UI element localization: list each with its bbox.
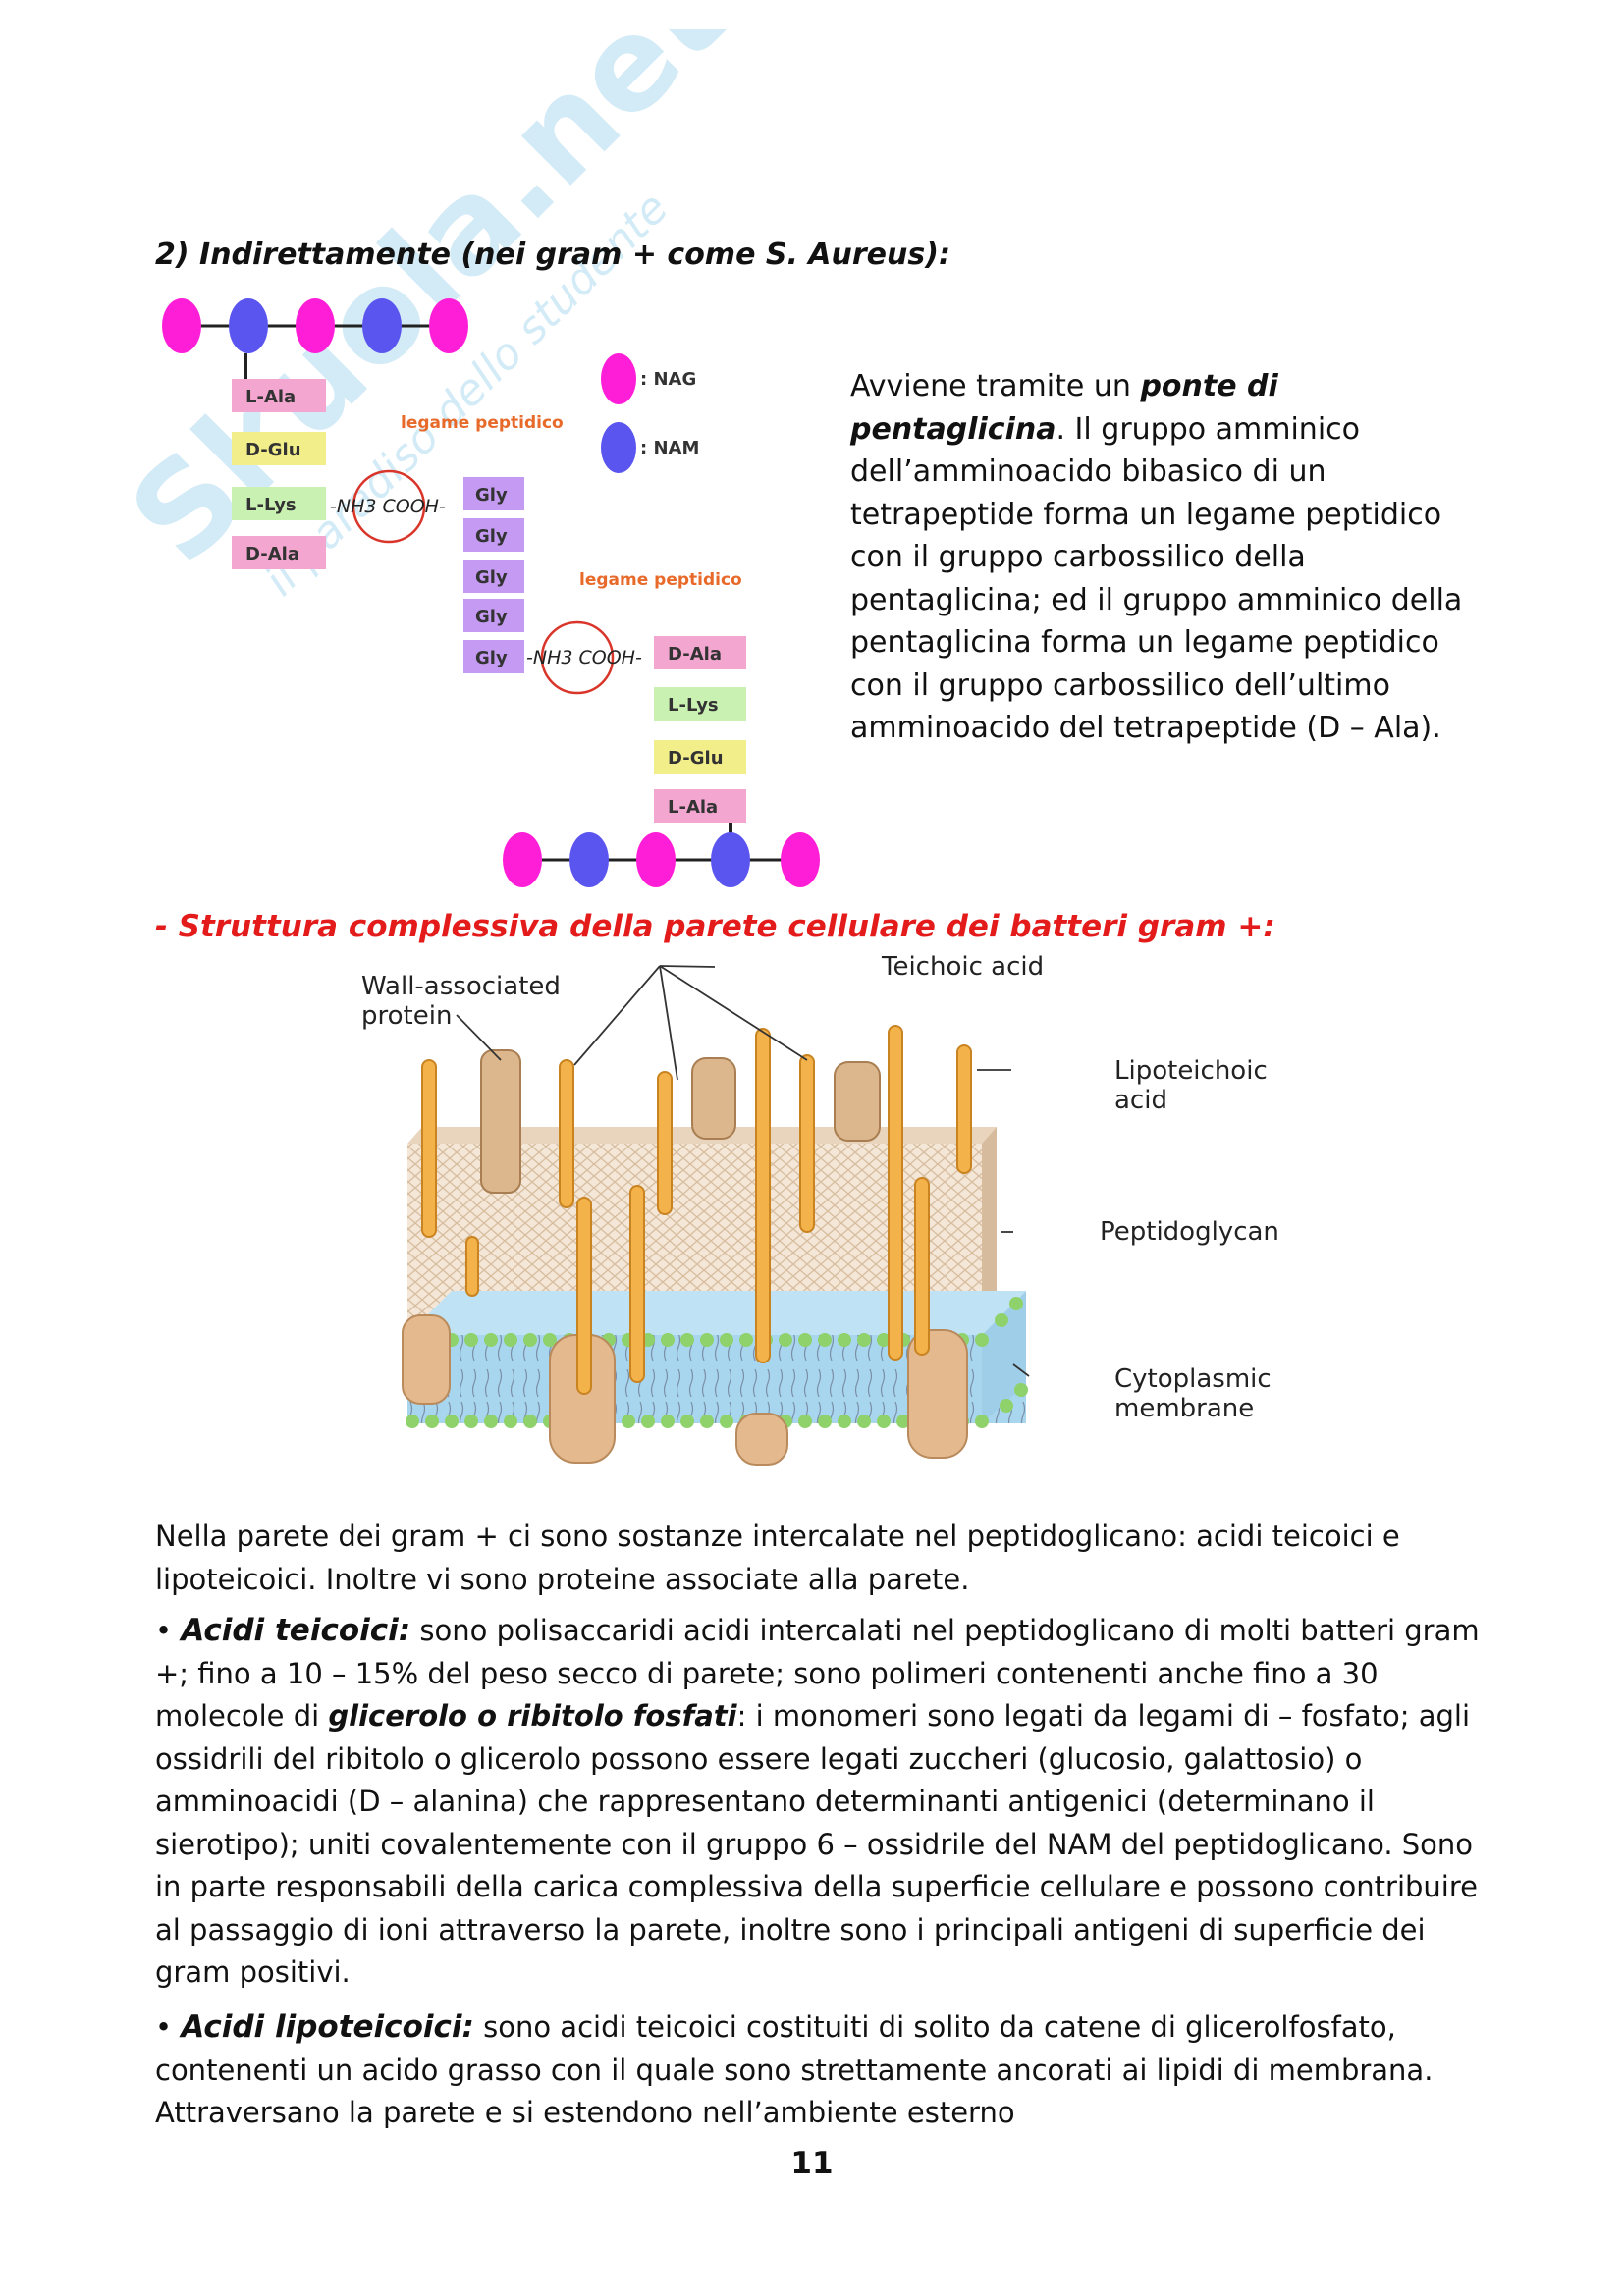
amino-acid-label: L-Lys <box>245 495 297 515</box>
legend-nam-label: : NAM <box>640 438 699 458</box>
pentaglycine-description: Avviene tramite un ponte di pentaglicina… <box>850 369 1463 745</box>
emphasis-term: glicerolo o ribitolo fosfati <box>328 1699 737 1733</box>
amino-acid-label: D-Ala <box>668 644 722 665</box>
section-heading: 2) Indirettamente (nei gram + come S. Au… <box>155 238 950 272</box>
nag-sugar <box>781 832 820 887</box>
legend-nag-swatch <box>601 353 636 404</box>
label-teichoic-acid: Teichoic acid <box>882 952 1045 982</box>
nag-sugar <box>296 298 335 353</box>
teichoic-paragraph: • Acidi teicoici: sono polisaccaridi aci… <box>155 1613 1480 1989</box>
nag-sugar <box>636 832 676 887</box>
nag-sugar <box>162 298 201 353</box>
label-wall-associated-protein: Wall-associated protein <box>361 972 561 1031</box>
amine-carboxyl-group: -NH3 COOH- <box>330 496 446 517</box>
amino-acid-label: D-Glu <box>668 748 724 769</box>
structure-heading: - Struttura complessiva della parete cel… <box>155 909 1275 944</box>
amino-acid-label: L-Ala <box>668 797 718 818</box>
amino-acid-label: D-Glu <box>245 440 301 460</box>
label-peptidoglycan: Peptidoglycan <box>1100 1217 1279 1247</box>
amine-carboxyl-group: -NH3 COOH- <box>526 647 642 668</box>
bond-label: legame peptidico <box>401 413 564 433</box>
glycine-label: Gly <box>475 485 508 506</box>
amino-acid-label: D-Ala <box>245 544 299 564</box>
label-cytoplasmic-membrane: Cytoplasmic membrane <box>1114 1364 1272 1423</box>
cell-wall-diagram <box>402 965 1030 1466</box>
glycine-label: Gly <box>475 567 508 588</box>
nam-sugar <box>711 832 750 887</box>
nam-sugar <box>569 832 609 887</box>
nag-sugar <box>503 832 542 887</box>
amino-acid-label: L-Lys <box>668 695 719 716</box>
bold-term: ponte di pentaglicina <box>850 369 1278 447</box>
bond-label: legame peptidico <box>579 570 742 590</box>
pentaglycine-diagram: .bx { font-family:"DejaVu Sans", sans-se… <box>162 298 820 887</box>
legend-nag-label: : NAG <box>640 369 696 390</box>
nam-sugar <box>229 298 268 353</box>
nam-sugar <box>362 298 402 353</box>
intro-paragraph: Nella parete dei gram + ci sono sostanze… <box>155 1520 1400 1596</box>
lipoteichoic-title: Acidi lipoteicoici: <box>181 2009 474 2045</box>
glycine-label: Gly <box>475 607 508 627</box>
page-number: 11 <box>790 2146 834 2181</box>
lipoteichoic-paragraph: • Acidi lipoteicoici: sono acidi teicoic… <box>155 2009 1434 2129</box>
legend-nam-swatch <box>601 422 636 473</box>
label-lipoteichoic-acid: Lipoteichoic acid <box>1114 1056 1268 1115</box>
teichoic-title: Acidi teicoici: <box>181 1613 411 1648</box>
glycine-label: Gly <box>475 648 508 668</box>
nag-sugar <box>429 298 468 353</box>
amino-acid-label: L-Ala <box>245 387 296 407</box>
glycine-label: Gly <box>475 526 508 547</box>
